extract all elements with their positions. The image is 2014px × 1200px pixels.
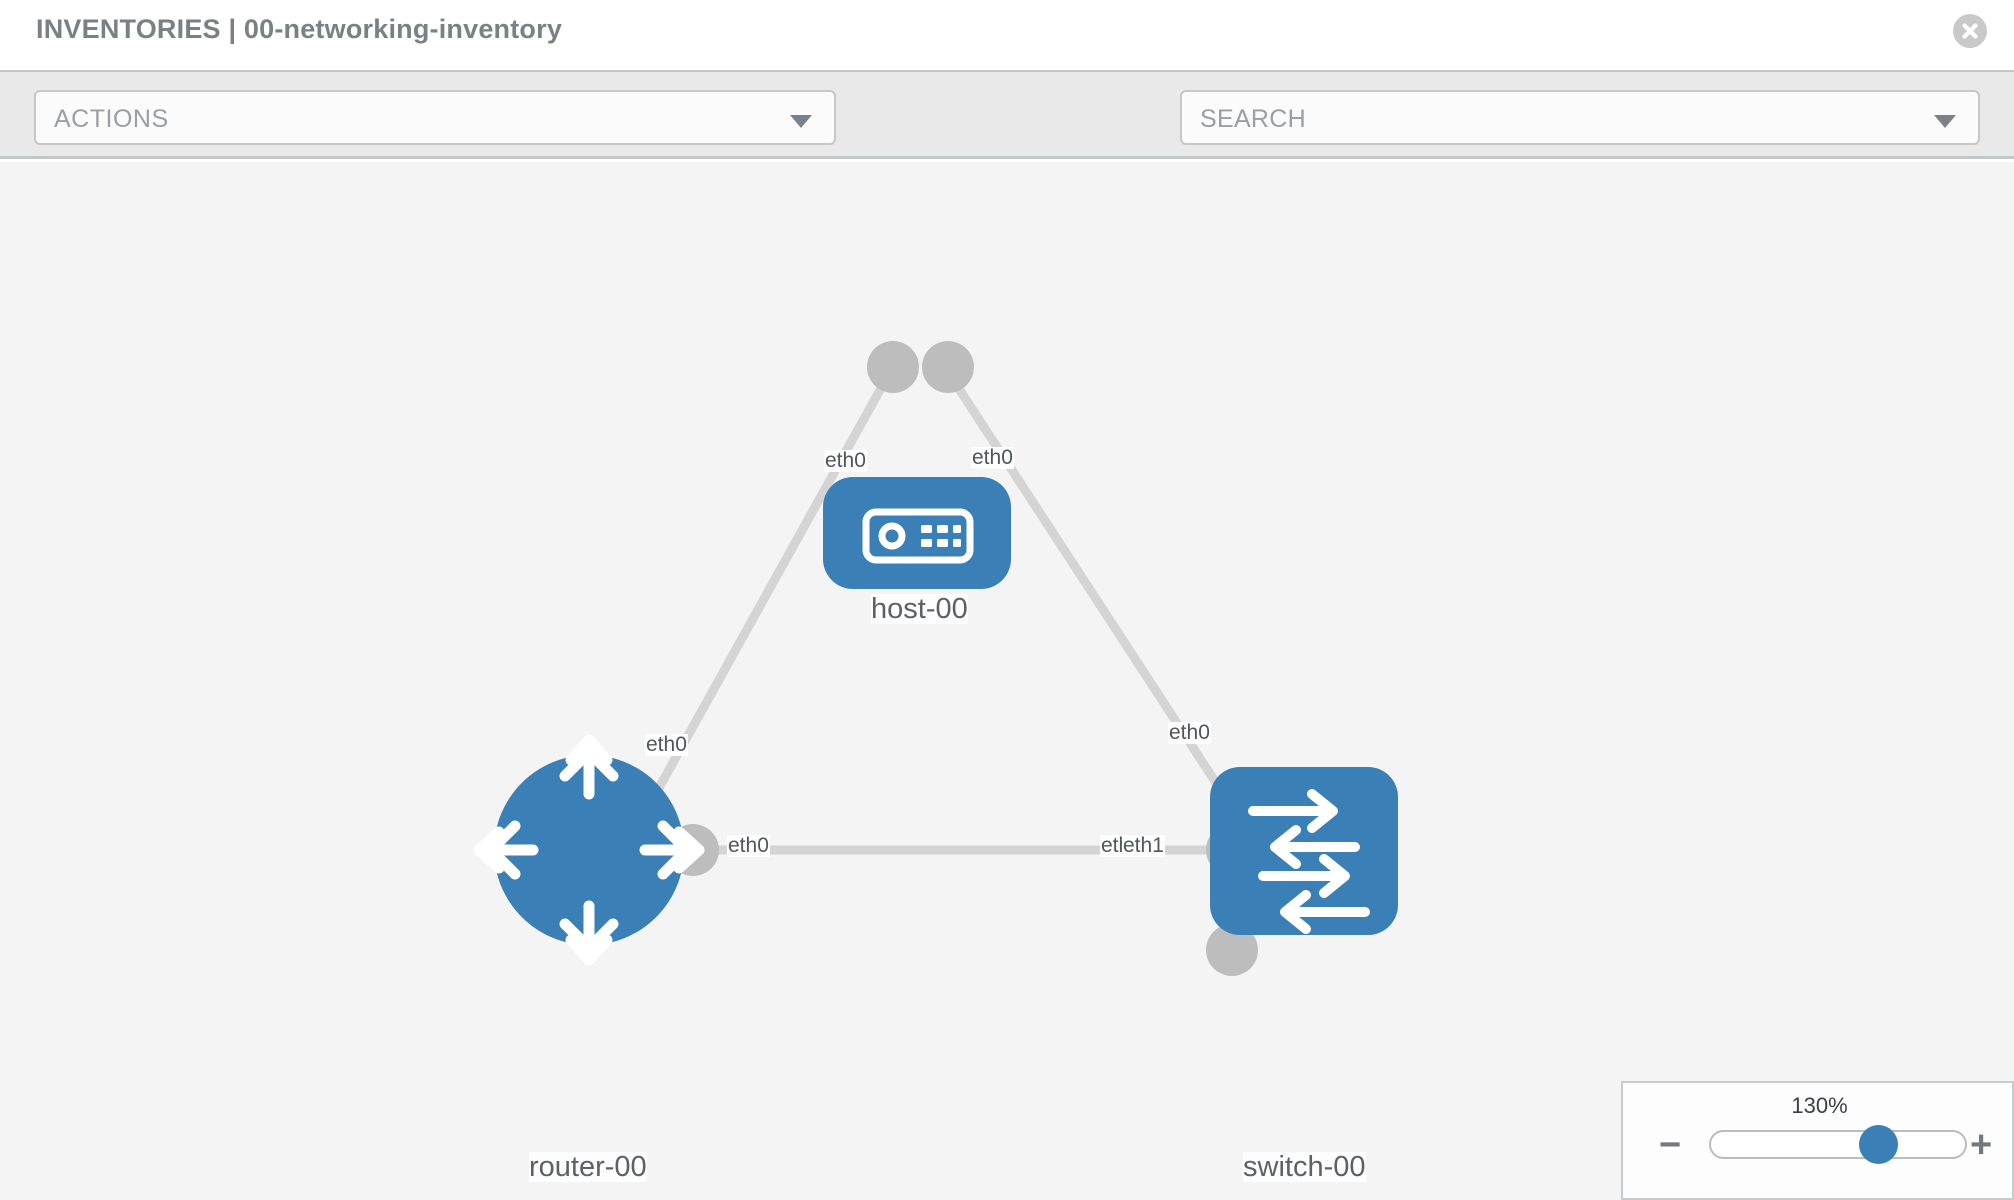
node-label-router-00: router-00 bbox=[529, 1151, 647, 1183]
actions-dropdown-label: ACTIONS bbox=[54, 105, 169, 133]
zoom-out-button[interactable]: − bbox=[1659, 1124, 1682, 1166]
server-icon bbox=[862, 508, 974, 564]
edge-label: eth1 bbox=[1122, 834, 1165, 858]
page-header: INVENTORIES | 00-networking-inventory bbox=[0, 0, 2014, 70]
edge-label: eth0 bbox=[727, 834, 770, 858]
node-switch-00[interactable] bbox=[1210, 767, 1398, 935]
node-label-host-00: host-00 bbox=[871, 593, 968, 625]
edge-label: eth0 bbox=[645, 733, 688, 757]
node-router-00[interactable] bbox=[473, 734, 705, 966]
topology-canvas[interactable]: eth0 eth0 eth0 eth0 eth0 eth eth1 host-0… bbox=[0, 162, 2014, 1200]
close-circle-icon[interactable] bbox=[1953, 14, 1987, 48]
zoom-level-value: 130% bbox=[1791, 1093, 1848, 1118]
connector-host-right bbox=[922, 341, 974, 393]
search-placeholder-label: SEARCH bbox=[1200, 105, 1306, 133]
edge-label: eth0 bbox=[824, 449, 867, 473]
toolbar: ACTIONS SEARCH bbox=[0, 70, 2014, 199]
edge-label: eth0 bbox=[971, 446, 1014, 470]
edge-host-switch bbox=[943, 367, 1240, 817]
page-title: INVENTORIES | 00-networking-inventory bbox=[36, 14, 563, 44]
chevron-down-icon bbox=[790, 115, 812, 128]
topology-graph bbox=[473, 341, 1398, 976]
zoom-control-panel: 130% − + bbox=[1621, 1081, 2014, 1200]
actions-dropdown[interactable]: ACTIONS bbox=[34, 90, 836, 145]
zoom-in-button[interactable]: + bbox=[1970, 1124, 1993, 1166]
connector-host-left bbox=[867, 341, 919, 393]
node-host-00[interactable] bbox=[823, 477, 1011, 589]
router-arrow-heads bbox=[485, 746, 693, 954]
chevron-down-icon[interactable] bbox=[1934, 115, 1956, 128]
router-arrows-icon bbox=[473, 734, 705, 966]
switch-arrows-icon bbox=[1248, 789, 1370, 934]
search-input[interactable]: SEARCH bbox=[1180, 90, 1980, 145]
zoom-slider-thumb[interactable] bbox=[1859, 1125, 1898, 1164]
node-label-switch-00: switch-00 bbox=[1243, 1151, 1366, 1183]
connector-dots bbox=[667, 341, 1258, 976]
connector-switch-top bbox=[1206, 924, 1258, 976]
zoom-slider-track[interactable] bbox=[1709, 1130, 1967, 1159]
edge-label: eth0 bbox=[1168, 721, 1211, 745]
